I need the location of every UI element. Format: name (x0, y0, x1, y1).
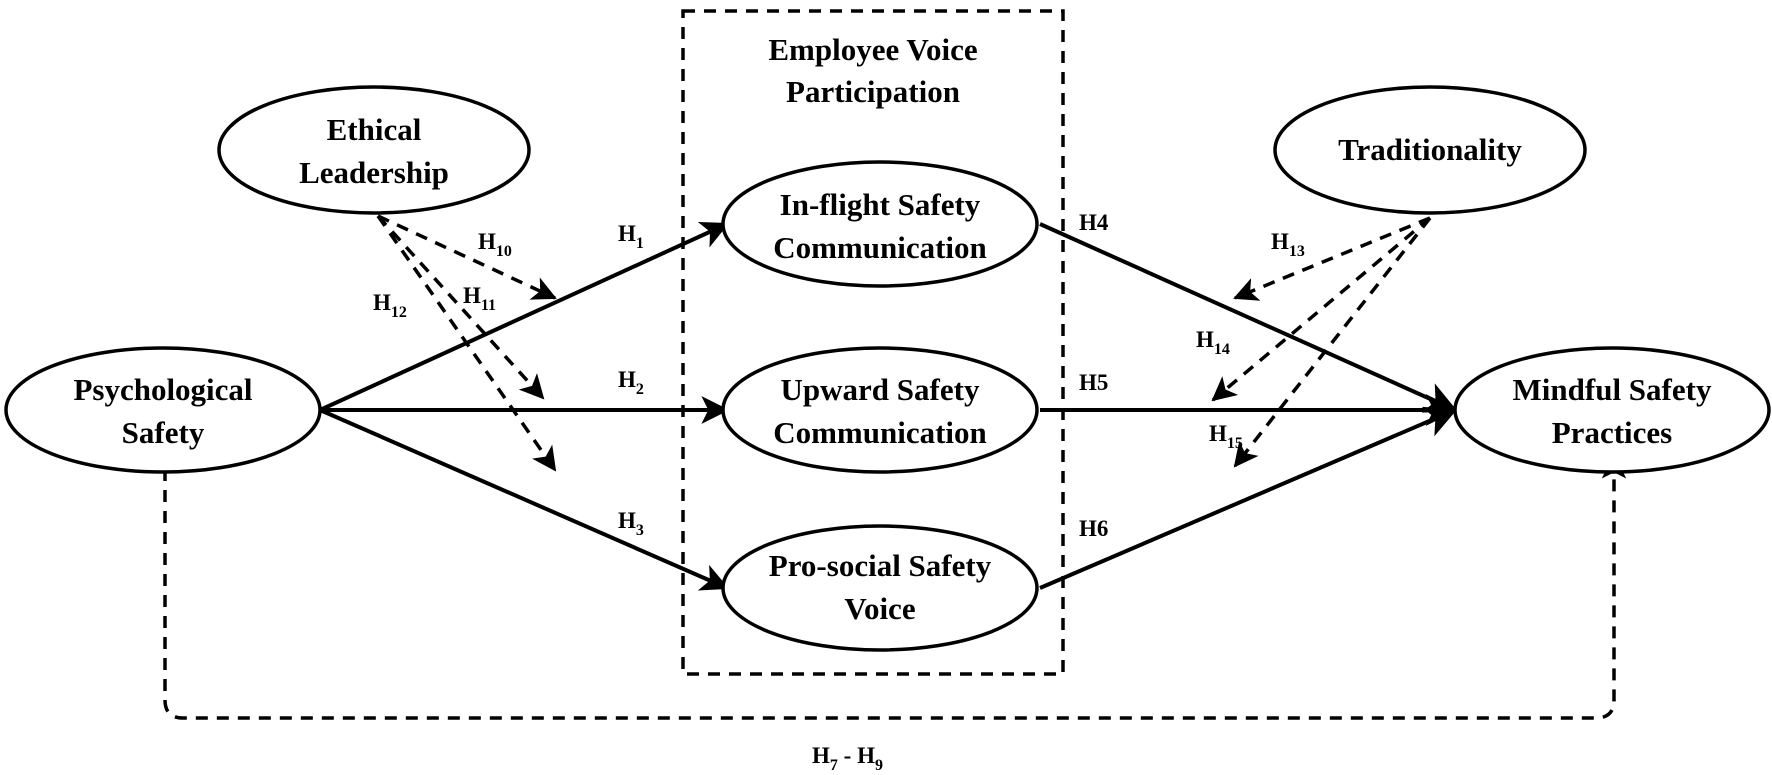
path-h10 (377, 214, 557, 300)
label-h15: H15 (1209, 421, 1243, 452)
node-mindful-safety-practices: Mindful Safety Practices (1453, 346, 1771, 474)
psychological-safety-line2: Safety (122, 415, 205, 450)
node-psychological-safety: Psychological Safety (4, 346, 322, 474)
label-h5: H5 (1079, 370, 1108, 395)
group-title-line1: Employee Voice (768, 32, 977, 67)
label-h10: H10 (478, 229, 512, 260)
path-h13 (1233, 216, 1431, 301)
label-h14: H14 (1196, 327, 1230, 358)
prosocial-line2: Voice (844, 591, 915, 626)
upward-line2: Communication (773, 415, 987, 450)
node-upward-safety-communication: Upward Safety Communication (721, 346, 1039, 474)
label-h13: H13 (1271, 229, 1305, 260)
node-ethical-leadership: Ethical Leadership (217, 85, 531, 215)
psychological-safety-line1: Psychological (73, 372, 252, 407)
path-h1 (319, 221, 730, 412)
ethical-leadership-line2: Leadership (299, 155, 449, 190)
inflight-line2: Communication (773, 230, 987, 265)
label-h3: H3 (618, 508, 644, 539)
mindful-line2: Practices (1552, 415, 1672, 450)
group-title-line2: Participation (786, 74, 960, 109)
prosocial-line1: Pro-social Safety (769, 548, 992, 583)
path-h3 (319, 408, 730, 591)
mindful-line1: Mindful Safety (1513, 372, 1712, 407)
label-h2: H2 (618, 367, 644, 398)
node-prosocial-safety-voice: Pro-social Safety Voice (721, 524, 1039, 652)
path-h15 (1233, 216, 1432, 468)
traditionality-label: Traditionality (1338, 132, 1522, 167)
path-h12 (376, 214, 557, 472)
node-inflight-safety-communication: In-flight Safety Communication (721, 160, 1039, 288)
path-h4 (1039, 222, 1458, 413)
label-h4: H4 (1079, 210, 1109, 235)
employee-voice-participation-box (681, 9, 1065, 676)
inflight-line1: In-flight Safety (780, 187, 981, 222)
label-h1: H1 (618, 221, 644, 252)
node-traditionality: Traditionality (1273, 85, 1587, 215)
label-h12: H12 (373, 290, 407, 321)
path-h7-h9 (163, 448, 1627, 720)
label-h7-h9: H7 - H9 (812, 743, 883, 774)
ethical-leadership-line1: Ethical (327, 112, 422, 147)
upward-line1: Upward Safety (781, 372, 980, 407)
path-h6 (1039, 406, 1458, 590)
label-h11: H11 (463, 283, 496, 314)
path-h14 (1211, 216, 1432, 402)
label-h6: H6 (1079, 516, 1108, 541)
